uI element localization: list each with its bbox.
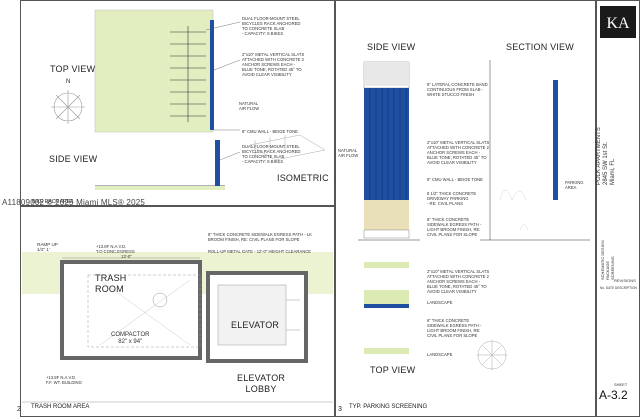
note-rollup-gate: ROLL-UP METAL GATE - 12'-0" HEIGHT CLEAR… <box>208 249 312 254</box>
note-cmu-wall-3: 8" CMU WALL - BEIGE TONE <box>427 177 483 182</box>
note-concrete-band: 8" LATERAL CONCRETE BAND CONTINUOUS FROM… <box>427 82 488 97</box>
side-view-label: SIDE VIEW <box>49 154 98 164</box>
sheet-number: A-3.2 <box>599 388 628 402</box>
natural-air-flow-3: NATURAL AIR FLOW <box>338 148 359 158</box>
elevation-marker-bottom: +13.8F N.A.V.D. F.F. WT. BUILDING <box>46 375 82 385</box>
panel-2-number: 2 <box>17 406 21 413</box>
top-view-3-label: TOP VIEW <box>370 365 416 375</box>
blue-slats <box>364 88 409 200</box>
side-view-3-label: SIDE VIEW <box>367 42 416 52</box>
note-metal-slats: 2"x10" METAL VERTICAL SLATS ATTACHED WIT… <box>242 52 305 77</box>
revisions-label: REVISIONS <box>614 278 636 283</box>
isometric-label: ISOMETRIC <box>277 173 329 183</box>
top-view-label: TOP VIEW <box>50 64 96 74</box>
elevator-lobby-label: ELEVATOR LOBBY <box>237 373 286 394</box>
revision-columns: No. DATE DESCRIPTION <box>600 286 637 290</box>
sheet-label: SHEET <box>614 382 628 387</box>
section-view-label: SECTION VIEW <box>506 42 574 52</box>
note-natural-air: NATURAL AIR FLOW <box>239 101 260 111</box>
note-landscape-2: LANDSCAPE <box>427 352 453 357</box>
sheet-title: SCHEMATIC DESIGN PACKAGE SCREENING <box>600 240 615 280</box>
note-bike-rack: DUAL FLOOR-MOUNT STEEL BICYCLES RACK ANC… <box>242 16 301 36</box>
title-block <box>596 0 640 417</box>
note-sidewalk-top: 6" THICK CONCRETE SIDEWALK EGRESS PATH -… <box>427 318 482 338</box>
compactor-label: COMPACTOR 82" x 94" <box>111 332 150 345</box>
ramp-up-label: RAMP UP 1/2" 1' <box>37 242 58 252</box>
landscape-area <box>95 10 213 132</box>
note-metal-slats-top: 2"x10" METAL VERTICAL SLATS ATTACHED WIT… <box>427 269 490 294</box>
elevator-label: ELEVATOR <box>231 320 280 330</box>
trash-room-caption: TRASH ROOM AREA <box>31 404 90 410</box>
parking-area-label: PARKING AREA <box>565 180 584 190</box>
note-driveway: 8 1/2" THICK CONCRETE DRIVEWAY PARKING -… <box>427 191 477 206</box>
note-sidewalk-egress: 8" THICK CONCRETE SIDEWALK EGRESS PATH -… <box>208 232 312 242</box>
project-name: POLK APARTMENTS 2845 SW 1st St. Miami, F… <box>596 127 616 185</box>
mls-watermark: A11809002 © 2025 Miami MLS® 2025 <box>2 198 146 207</box>
panel-bike-rack <box>20 0 335 206</box>
elevation-marker-top: +13.8F N.A.V.D. T.O CONC.EGRESS <box>96 244 135 254</box>
panel-3-number: 3 <box>338 406 342 413</box>
firm-logo: KA <box>600 6 636 38</box>
trash-room-label: TRASH ROOM <box>95 273 127 294</box>
note-cmu-wall: 8" CMU WALL - BEIGE TONE <box>242 129 298 134</box>
note-sidewalk-3: 6" THICK CONCRETE SIDEWALK EGRESS PATH -… <box>427 217 482 237</box>
compass-north: N <box>66 79 71 85</box>
note-landscape-1: LANDSCAPE <box>427 300 453 305</box>
dimension-13ft: 13'-0" <box>121 254 132 259</box>
bike-slats-top-view <box>170 26 206 122</box>
ka-logo-icon: KA <box>606 15 630 32</box>
bike-rack-caption: BIKE RACK AREA <box>32 199 74 205</box>
parking-caption: TYP. PARKING SCREENING <box>349 404 428 410</box>
note-metal-slats-3: 2"x10" METAL VERTICAL SLATS ATTACHED WIT… <box>427 140 490 165</box>
north-arrow-icon <box>51 90 85 124</box>
svg-text:KA: KA <box>606 15 630 32</box>
note-bike-rack-side: DUAL FLOOR-MOUNT STEEL BICYCLES RACK ANC… <box>242 144 301 164</box>
